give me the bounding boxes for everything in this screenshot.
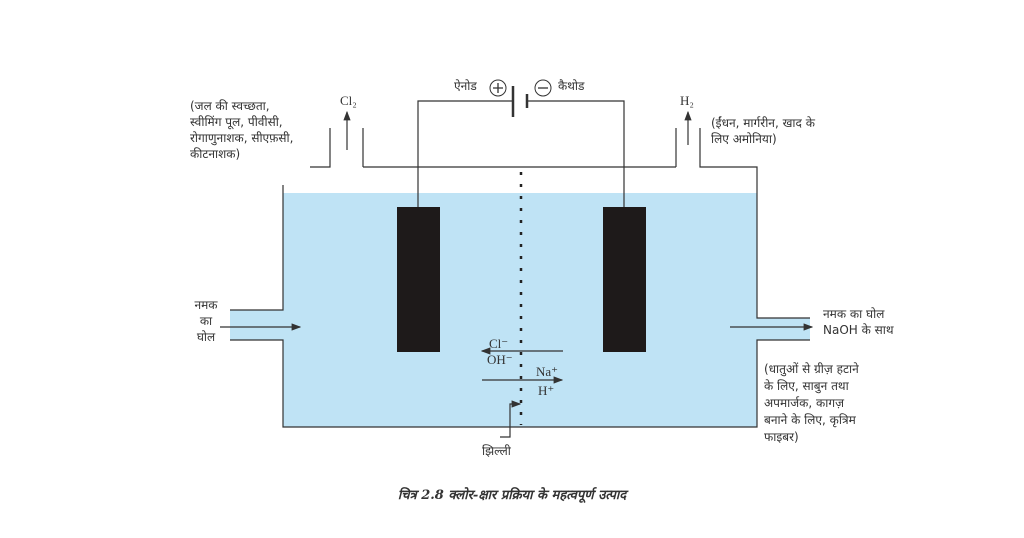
anode-electrode — [397, 207, 440, 352]
membrane-label: झिल्ली — [482, 444, 511, 458]
text-line: (ईंधन, मार्गरीन, खाद के — [711, 116, 815, 130]
inlet-solution — [230, 310, 283, 340]
cathode-electrode — [603, 207, 646, 352]
anode-label: ऐनोड — [454, 79, 477, 93]
text-line: रोगाणुनाशक, सीएफ़सी, — [190, 131, 294, 145]
h2-uses: (ईंधन, मार्गरीन, खाद के लिए अमोनिया) — [711, 115, 815, 147]
hydroxide-ion-label: OH⁻ — [487, 352, 513, 367]
cl2-uses: (जल की स्वच्छता, स्वीमिंग पूल, पीवीसी, र… — [190, 98, 293, 162]
membrane-pointer — [500, 400, 522, 438]
brine-out-label: नमक का घोल NaOH के साथ — [823, 306, 894, 338]
brine-in-label: नमक का घोल — [188, 297, 224, 345]
text-line: स्वीमिंग पूल, पीवीसी, — [190, 115, 283, 129]
naoh-uses: (धातुओं से ग्रीज़ हटाने के लिए, साबुन तथ… — [764, 361, 859, 446]
text-line: बनाने के लिए, कृत्रिम — [764, 413, 856, 427]
cathode-label: कैथोड — [558, 79, 585, 93]
brine-solution — [283, 193, 757, 427]
text-line: (धातुओं से ग्रीज़ हटाने — [764, 362, 859, 376]
text-line: के लिए, साबुन तथा — [764, 379, 849, 393]
cl2-label: Cl₂ — [340, 93, 357, 108]
sodium-ion-label: Na⁺ — [536, 364, 559, 379]
circuit-wires — [417, 100, 625, 207]
text-line: अपमार्जक, कागज़ — [764, 396, 845, 410]
text-line: (जल की स्वच्छता, — [190, 99, 270, 113]
text-line: NaOH के साथ — [823, 323, 894, 337]
hydrogen-ion-label: H⁺ — [538, 383, 555, 398]
text-line: नमक का घोल — [823, 307, 885, 321]
h2-label: H₂ — [680, 93, 694, 108]
chloride-ion-label: Cl⁻ — [489, 336, 509, 351]
outlet-solution — [757, 318, 810, 340]
text-line: फाइबर) — [764, 430, 799, 444]
text-line: का — [199, 314, 213, 328]
text-line: लिए अमोनिया) — [711, 132, 777, 146]
text-line: नमक — [194, 298, 218, 312]
text-line: कीटनाशक) — [190, 147, 241, 161]
figure-caption: चित्र 2.8 क्लोर-क्षार प्रक्रिया के महत्व… — [397, 488, 627, 503]
text-line: घोल — [196, 330, 216, 344]
